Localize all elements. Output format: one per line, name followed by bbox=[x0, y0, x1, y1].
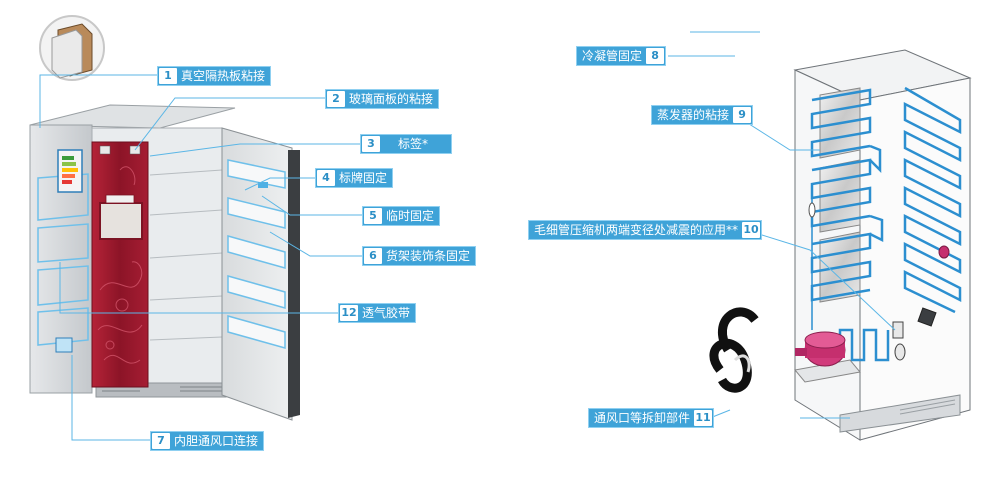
callout-label: 透气胶带 bbox=[362, 306, 411, 320]
callout-number: 6 bbox=[364, 248, 382, 264]
rear-back bbox=[859, 77, 971, 441]
door-floral-pattern bbox=[97, 166, 143, 364]
callout-10: 毛细管压缩机两端变径处减震的应用** 10 bbox=[528, 220, 763, 240]
callout-label: 货架装饰条固定 bbox=[386, 249, 471, 263]
callout-2: 2 玻璃面板的粘接 bbox=[325, 89, 440, 109]
callout-3: 3 标签* bbox=[360, 134, 452, 154]
callout-12: 12 透气胶带 bbox=[338, 303, 417, 323]
callout-label: 冷凝管固定 bbox=[582, 49, 643, 63]
callout-number: 7 bbox=[152, 433, 170, 449]
callout-label: 标牌固定 bbox=[339, 171, 388, 185]
callout-label: 毛细管压缩机两端变径处减震的应用** bbox=[534, 223, 739, 237]
gasket-ring-icon bbox=[709, 307, 759, 393]
left-fridge bbox=[29, 104, 300, 421]
leader-lines bbox=[39, 31, 896, 441]
callout-label: 内胆通风口连接 bbox=[174, 434, 259, 448]
compressor-icon bbox=[794, 331, 861, 383]
callout-number: 4 bbox=[317, 170, 335, 186]
callout-number: 10 bbox=[742, 222, 761, 238]
callout-label: 玻璃面板的粘接 bbox=[349, 92, 434, 106]
callout-8: 冷凝管固定 8 bbox=[576, 46, 667, 66]
callout-label: 标签* bbox=[398, 137, 429, 151]
door-bins bbox=[227, 159, 286, 349]
red-freezer-door bbox=[91, 141, 149, 388]
callout-number: 3 bbox=[362, 136, 380, 152]
callout-number: 5 bbox=[364, 208, 382, 224]
vent-connector bbox=[55, 337, 73, 353]
callout-label: 真空隔热板粘接 bbox=[181, 69, 266, 83]
callout-number: 2 bbox=[327, 91, 345, 107]
fridge-shelves bbox=[149, 169, 223, 341]
right-fridge-rear bbox=[793, 49, 972, 441]
energy-label-icon bbox=[57, 149, 83, 193]
callout-11: 通风口等拆卸部件 11 bbox=[588, 408, 715, 428]
door-display-label bbox=[105, 194, 135, 204]
callout-6: 6 货架装饰条固定 bbox=[362, 246, 477, 266]
callout-label: 临时固定 bbox=[386, 209, 435, 223]
callout-1: 1 真空隔热板粘接 bbox=[157, 66, 272, 86]
left-shelves bbox=[37, 173, 89, 346]
callout-9: 蒸发器的粘接 9 bbox=[651, 105, 754, 125]
insulation-panel-icon bbox=[39, 15, 105, 81]
callout-number: 11 bbox=[694, 410, 713, 426]
callout-7: 7 内胆通风口连接 bbox=[150, 431, 265, 451]
callout-number: 12 bbox=[340, 305, 358, 321]
cabinet-top bbox=[29, 104, 236, 129]
callout-4: 4 标牌固定 bbox=[315, 168, 394, 188]
callout-number: 8 bbox=[646, 48, 665, 64]
door-display-panel bbox=[99, 202, 143, 240]
callout-number: 9 bbox=[733, 107, 752, 123]
callout-label: 通风口等拆卸部件 bbox=[594, 411, 691, 425]
condenser-tubes bbox=[838, 86, 962, 362]
callout-5: 5 临时固定 bbox=[362, 206, 441, 226]
callout-number: 1 bbox=[159, 68, 177, 84]
callout-label: 蒸发器的粘接 bbox=[657, 108, 730, 122]
